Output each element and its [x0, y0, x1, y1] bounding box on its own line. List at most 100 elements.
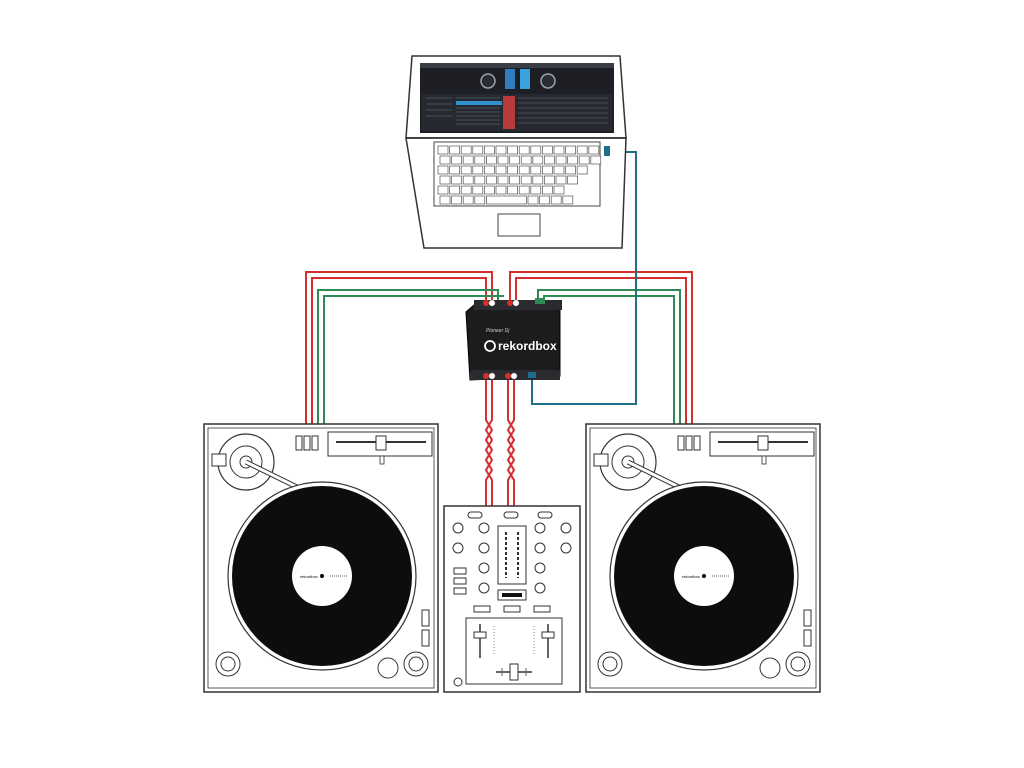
mixer-knobs	[452, 522, 572, 594]
keyboard-key	[553, 145, 565, 155]
keyboard-key	[590, 155, 602, 165]
keyboard-key	[588, 145, 600, 155]
keyboard-key	[451, 155, 462, 165]
cable-usb	[531, 151, 637, 405]
record-spindle	[702, 574, 706, 578]
cables	[305, 151, 693, 508]
screen-highlight-row	[456, 101, 502, 105]
keyboard-key	[578, 155, 590, 165]
keyboard-key	[509, 155, 520, 165]
keyboard-key	[472, 165, 484, 175]
keyboard-key	[565, 165, 576, 175]
keyboard-key	[451, 195, 462, 205]
keyboard-key	[576, 145, 588, 155]
keyboard-key	[562, 195, 574, 205]
keyboard-key	[527, 195, 539, 205]
keyboard-key	[530, 165, 542, 175]
audio-interface: Pioneer Dj rekordbox	[465, 298, 562, 381]
keyboard-key	[486, 175, 497, 185]
keyboard-key	[462, 155, 474, 165]
cable-left-red	[305, 271, 493, 425]
keyboard-key	[472, 145, 484, 155]
keyboard-key	[507, 165, 518, 175]
cable-left-green	[317, 289, 504, 425]
keyboard-key	[518, 145, 530, 155]
mixer-input-switches	[467, 511, 553, 519]
keyboard-key	[539, 195, 550, 205]
cable-interface-to-mixer-a	[484, 380, 494, 508]
keyboard-key	[462, 195, 474, 205]
pitch-slider	[677, 431, 815, 465]
keyboard-key	[484, 145, 495, 155]
pitch-slider	[295, 431, 433, 465]
keyboard-key	[542, 185, 553, 195]
keyboard-key	[460, 145, 472, 155]
keyboard-key	[553, 185, 565, 195]
keyboard-key	[437, 165, 449, 175]
mixer-knob	[478, 522, 490, 534]
keyboard-key	[497, 175, 509, 185]
screen-top-bar	[420, 63, 614, 68]
mixer-knob	[534, 562, 546, 574]
cable-right-red	[509, 271, 693, 425]
keyboard-key	[495, 165, 507, 175]
keyboard-key	[532, 155, 544, 165]
keyboard-key	[542, 145, 553, 155]
keyboard-key	[553, 165, 565, 175]
interface-top-jacks	[483, 298, 545, 307]
mixer-knob	[560, 522, 572, 534]
keyboard-key	[555, 175, 567, 185]
keyboard-key	[495, 145, 507, 155]
keyboard-key	[530, 185, 542, 195]
laptop-trackpad	[497, 213, 541, 237]
keyboard-key	[542, 165, 553, 175]
keyboard-key	[544, 155, 555, 165]
rekordbox-logo-icon	[484, 340, 496, 352]
keyboard-key	[567, 155, 578, 165]
keyboard-key	[437, 145, 449, 155]
keyboard-key	[495, 185, 507, 195]
mixer-knob	[452, 522, 464, 534]
keyboard-key	[509, 175, 520, 185]
interface-brand-small: Pioneer Dj	[486, 328, 510, 334]
keyboard-key	[474, 175, 486, 185]
mixer-screw	[453, 677, 463, 687]
mixer-knob	[452, 542, 464, 554]
turntable-right: rekordbox	[585, 423, 821, 693]
mixer-knob	[534, 522, 546, 534]
mixer-meters	[497, 525, 527, 601]
keyboard-keys	[437, 145, 602, 205]
screen-waveform-a	[505, 69, 515, 89]
cable-interface-to-mixer-b	[506, 380, 516, 508]
screen-browser	[422, 94, 612, 131]
mixer-side-buttons	[453, 567, 467, 595]
keyboard-key	[460, 165, 472, 175]
keyboard-key	[550, 195, 562, 205]
keyboard-key	[507, 185, 518, 195]
keyboard-key	[565, 145, 576, 155]
keyboard-key	[439, 175, 451, 185]
mixer-crossfader	[496, 663, 532, 681]
keyboard-key	[520, 175, 532, 185]
mixer-channel-faders	[473, 624, 555, 658]
turntable-controls	[215, 609, 430, 679]
interface-logo-text: rekordbox	[498, 339, 557, 353]
keyboard-key	[449, 185, 460, 195]
screen-waveform-b	[520, 69, 530, 89]
keyboard-key	[437, 185, 449, 195]
keyboard-key	[462, 175, 474, 185]
keyboard-key	[567, 175, 578, 185]
mixer-knob	[534, 582, 546, 594]
keyboard-key	[520, 155, 532, 165]
screen-deck-b-jog	[540, 73, 556, 89]
laptop-usb-port	[604, 146, 610, 156]
keyboard-key	[451, 175, 462, 185]
keyboard-key	[439, 155, 451, 165]
turntable-left: rekordbox	[203, 423, 439, 693]
mixer	[443, 505, 581, 693]
screen-deck-a-jog	[480, 73, 496, 89]
interface-bottom-jacks	[483, 372, 536, 380]
keyboard-key	[486, 195, 527, 205]
keyboard-key	[449, 165, 460, 175]
